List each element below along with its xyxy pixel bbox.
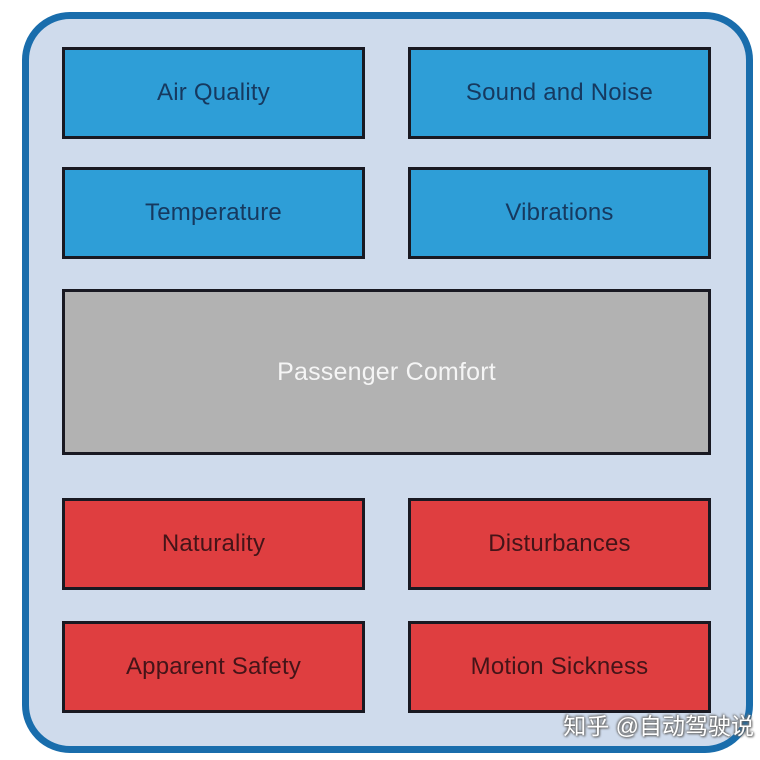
factor-box-motion-sickness: Motion Sickness [408, 621, 711, 713]
factor-label: Sound and Noise [465, 79, 654, 106]
zhihu-watermark: 知乎 @自动驾驶说 [563, 713, 754, 739]
factor-label: Motion Sickness [470, 653, 649, 680]
passenger-comfort-diagram: Air Quality Sound and Noise Temperature … [22, 12, 753, 753]
center-box-passenger-comfort: Passenger Comfort [62, 289, 711, 455]
factor-box-apparent-safety: Apparent Safety [62, 621, 365, 713]
factor-box-naturality: Naturality [62, 498, 365, 590]
factor-label: Temperature [145, 199, 282, 226]
factor-box-sound-and-noise: Sound and Noise [408, 47, 711, 139]
factor-label: Naturality [161, 530, 266, 557]
factor-label: Vibrations [505, 199, 614, 226]
center-box-label: Passenger Comfort [277, 357, 496, 386]
factor-box-air-quality: Air Quality [62, 47, 365, 139]
factor-label: Disturbances [488, 530, 631, 557]
factor-box-temperature: Temperature [62, 167, 365, 259]
factor-box-disturbances: Disturbances [408, 498, 711, 590]
factor-box-vibrations: Vibrations [408, 167, 711, 259]
factor-label: Air Quality [157, 79, 270, 106]
factor-label: Apparent Safety [125, 653, 302, 680]
